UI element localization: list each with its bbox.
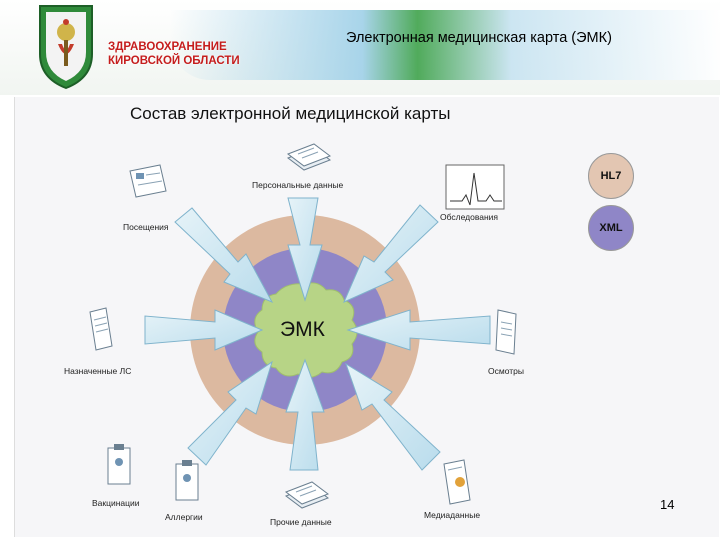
node-label-vaccinations: Вакцинации	[92, 498, 140, 508]
header-decorative-stripe	[170, 10, 720, 80]
node-label-checkups: Осмотры	[488, 366, 524, 376]
arrow-other	[285, 358, 325, 471]
organization-name-line2: КИРОВСКОЙ ОБЛАСТИ	[108, 55, 240, 67]
slide-header: ЗДРАВООХРАНЕНИЕ КИРОВСКОЙ ОБЛАСТИ Электр…	[0, 0, 720, 95]
document-stack-icon	[284, 481, 330, 509]
arrow-personal	[287, 197, 323, 302]
organization-name-line1: ЗДРАВООХРАНЕНИЕ	[108, 41, 227, 53]
arrow-exams	[343, 204, 439, 303]
arrow-visits	[174, 207, 274, 304]
document-icon	[89, 307, 113, 351]
hl7-badge-label: HL7	[600, 170, 622, 182]
node-label-prescribed: Назначенные ЛС	[64, 366, 132, 376]
arrow-media	[345, 362, 441, 471]
diagram-title: Состав электронной медицинской карты	[130, 104, 451, 123]
node-label-media: Медиаданные	[424, 510, 481, 520]
node-label-exams: Обследования	[440, 212, 499, 222]
arrow-prescribed	[144, 309, 264, 351]
monitor-card-icon	[129, 164, 167, 198]
node-label-visits: Посещения	[123, 222, 169, 232]
xml-badge-label: XML	[599, 222, 623, 234]
coat-of-arms-logo	[36, 2, 96, 90]
hl7-badge: HL7	[588, 153, 634, 199]
organization-name: ЗДРАВООХРАНЕНИЕ КИРОВСКОЙ ОБЛАСТИ	[108, 40, 248, 68]
ecg-chart-icon	[445, 164, 505, 210]
document-stack-icon	[286, 143, 332, 171]
node-label-allergies: Аллергии	[165, 512, 203, 522]
arrow-allergies	[187, 360, 273, 466]
node-label-other: Прочие данные	[270, 517, 332, 527]
page-number: 14	[660, 497, 675, 512]
center-label: ЭМК	[280, 318, 325, 341]
node-label-personal: Персональные данные	[252, 180, 344, 190]
arrows	[144, 197, 491, 471]
slide-title: Электронная медицинская карта (ЭМК)	[346, 30, 612, 46]
media-document-icon	[443, 459, 471, 505]
clipboard-icon	[107, 444, 131, 485]
arrow-checkups	[346, 309, 491, 351]
xml-badge: XML	[588, 205, 634, 251]
document-icon	[495, 309, 517, 355]
clipboard-icon	[175, 460, 199, 501]
